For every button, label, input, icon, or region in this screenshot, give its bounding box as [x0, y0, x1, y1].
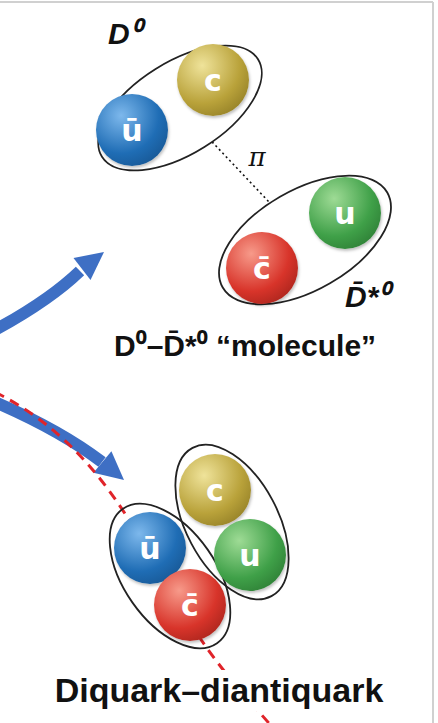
quark-symbol: c̄: [181, 589, 199, 622]
ellipse-shape: [198, 149, 413, 331]
blue-arrow-head: [93, 451, 124, 480]
quark-ball: ū: [96, 94, 168, 166]
meson-label: D̄*⁰: [345, 279, 388, 315]
quark-ball: c: [177, 44, 249, 116]
quark-ball: u: [309, 177, 381, 249]
quark-symbol: ū: [121, 114, 142, 147]
quark-symbol: c: [206, 474, 224, 507]
quark-ball: c: [179, 454, 251, 526]
quark-ball: u: [214, 519, 286, 591]
meson-ellipse: D̄*⁰ c̄ u: [195, 165, 425, 325]
dotted-line: [212, 142, 270, 203]
quark-symbol: c̄: [253, 252, 271, 285]
blue-arrow-shaft: [0, 402, 102, 462]
quark-symbol: ū: [139, 532, 160, 565]
quark-symbol: u: [239, 539, 260, 572]
meson-label: D⁰: [108, 16, 140, 52]
caption-label: D⁰–D̄*⁰ “molecule”: [110, 328, 380, 364]
edge-label: π: [246, 143, 267, 172]
caption-label: Diquark–diantiquark: [51, 670, 388, 711]
quark-ball: c̄: [154, 569, 226, 641]
blue-arrow-head: [74, 252, 105, 280]
quark-symbol: c: [204, 64, 222, 97]
ellipse-outline: [195, 165, 425, 325]
blue-arrow-shaft: [0, 271, 80, 330]
pion-exchange-line: [212, 142, 270, 203]
quark-ball: c̄: [226, 232, 298, 304]
quark-symbol: u: [334, 197, 355, 230]
frame-line: [0, 1, 433, 3]
frame-line: [432, 2, 434, 723]
